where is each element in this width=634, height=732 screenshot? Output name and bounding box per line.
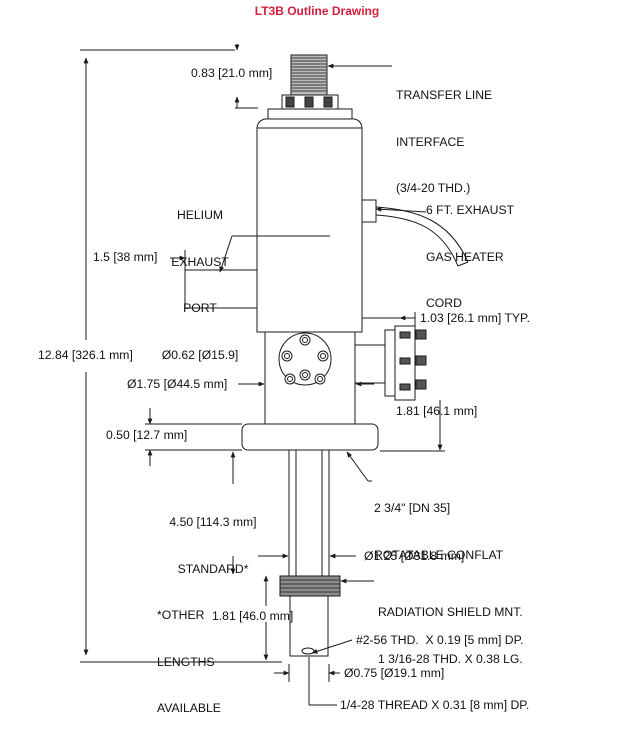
stem-length-line4: LENGTHS	[157, 654, 215, 669]
radiation-shield-label: RADIATION SHIELD MNT. 1 3/16-28 THD. X 0…	[378, 574, 523, 683]
radiation-shield-line1: RADIATION SHIELD MNT.	[378, 605, 523, 619]
flange-offset-dim: 1.03 [26.1 mm] TYP.	[420, 311, 530, 325]
tip	[289, 595, 329, 657]
stem-diameter-dim: Ø1.25 [Ø31.8 mm]	[364, 549, 465, 563]
stem-length-label: 4.50 [114.3 mm] STANDARD* *OTHER LENGTHS…	[157, 484, 269, 732]
transfer-line-label: TRANSFER LINE INTERFACE (3/4-20 THD.)	[396, 57, 492, 212]
exhaust-heater-line2: GAS HEATER	[426, 249, 504, 264]
stem	[288, 449, 330, 577]
radiation-shield-line2: 1 3/16-28 THD. X 0.38 LG.	[378, 651, 523, 666]
drawing-title: LT3B Outline Drawing	[254, 4, 380, 18]
tip-thread-label: #2-56 THD. X 0.19 [5 mm] DP.	[356, 633, 524, 647]
stem-length-line1: 4.50 [114.3 mm]	[169, 515, 257, 529]
tip-diameter-dim: Ø0.75 [Ø19.1 mm]	[344, 666, 445, 680]
total-height-dim: 12.84 [326.1 mm]	[38, 348, 133, 362]
tip-length-dim: 1.81 [46.0 mm]	[212, 609, 294, 623]
flange-thickness-dim: 0.50 [12.7 mm]	[106, 428, 188, 442]
front-flange	[278, 332, 332, 386]
stem-length-line2: STANDARD*	[177, 561, 249, 576]
helium-line2: EXHAUST	[171, 254, 229, 269]
transfer-line-line2: INTERFACE	[396, 134, 465, 149]
transfer-line-thread	[290, 54, 328, 96]
exhaust-heater-line1: 6 FT. EXHAUST	[426, 203, 515, 217]
exhaust-heater-label: 6 FT. EXHAUST GAS HEATER CORD	[426, 172, 514, 327]
conflat-line2: ROTATABLE CONFLAT	[374, 547, 504, 562]
helium-line3: PORT	[183, 301, 217, 315]
conflat-label: 2 3/4" [DN 35] ROTATABLE CONFLAT	[374, 470, 503, 579]
transfer-line-line1: TRANSFER LINE	[396, 88, 493, 102]
bottom-thread-label: 1/4-28 THREAD X 0.31 [8 mm] DP.	[340, 698, 530, 712]
transfer-line-line3: (3/4-20 THD.)	[396, 181, 471, 195]
stem-length-line3: *OTHER	[157, 608, 205, 622]
exhaust-heater-line3: CORD	[426, 296, 462, 310]
top-height-dim: 0.83 [21.0 mm]	[191, 66, 273, 80]
heater-cord	[375, 206, 469, 263]
helium-label: HELIUM EXHAUST PORT Ø0.62 [Ø15.9]	[140, 177, 260, 379]
port-length-dim: 1.5 [38 mm]	[93, 250, 158, 264]
side-bolts	[399, 329, 427, 391]
helium-line4: Ø0.62 [Ø15.9]	[161, 347, 239, 362]
top-nut	[267, 94, 353, 120]
helium-port	[184, 269, 258, 309]
conflat-line1: 2 3/4" [DN 35]	[374, 501, 451, 515]
side-height-dim: 1.81 [46.1 mm]	[396, 404, 478, 418]
body-diameter-dim: Ø1.75 [Ø44.5 mm]	[127, 377, 228, 391]
helium-line1: HELIUM	[176, 208, 224, 222]
upper-body	[256, 118, 363, 333]
stem-length-line5: AVAILABLE	[157, 701, 221, 715]
conflat-flange	[241, 423, 379, 451]
radiation-shield-thread	[279, 575, 341, 597]
